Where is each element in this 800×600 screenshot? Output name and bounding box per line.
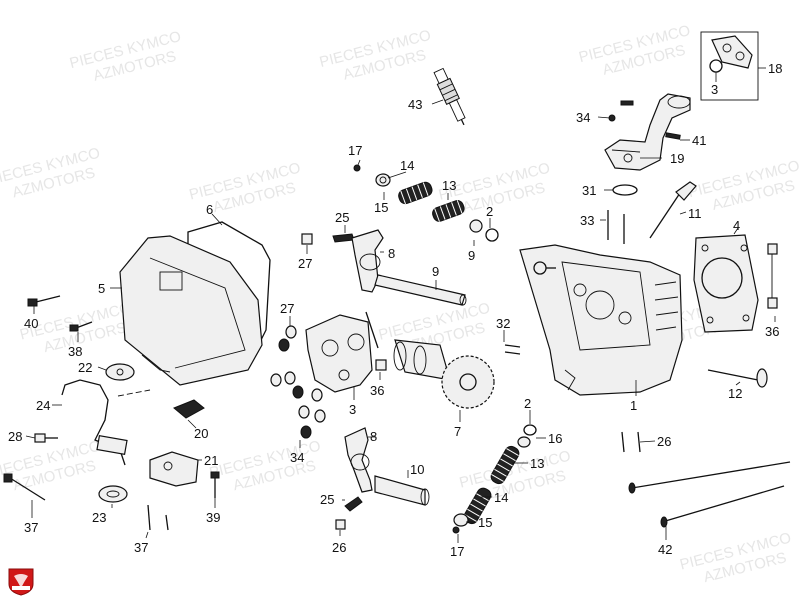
dowel-pin-center xyxy=(365,311,387,371)
part-label-18: 18 xyxy=(768,61,782,76)
part-label-27b: 26 xyxy=(332,540,346,555)
part-label-25b: 25 xyxy=(320,492,334,507)
head-cover xyxy=(119,235,263,386)
part-label-2b: 2 xyxy=(524,396,531,411)
part-label-37b: 37 xyxy=(134,540,148,555)
part-label-8: 8 xyxy=(388,246,395,261)
intake-valve xyxy=(649,181,697,239)
reed-gasket xyxy=(98,485,128,503)
part-label-21: 21 xyxy=(204,453,218,468)
air-pipe xyxy=(61,379,151,466)
part-label-17b: 17 xyxy=(450,544,464,559)
small-bolt xyxy=(69,321,93,332)
camshaft xyxy=(393,339,495,409)
part-label-2: 2 xyxy=(486,204,493,219)
part-label-28: 28 xyxy=(8,429,22,444)
part-label-11: 11 xyxy=(688,206,702,221)
upper-adjuster-screws xyxy=(301,233,355,245)
part-label-39: 39 xyxy=(206,510,220,525)
part-label-7: 7 xyxy=(454,424,461,439)
part-label-34b: 34 xyxy=(290,450,304,465)
camshaft-holder xyxy=(305,314,373,393)
part-label-31: 31 xyxy=(582,183,596,198)
part-label-40: 40 xyxy=(24,316,38,331)
pins-32 xyxy=(504,344,521,355)
part-label-13b: 13 xyxy=(530,456,544,471)
rocker-shaft-lower xyxy=(374,475,430,506)
part-label-32: 32 xyxy=(496,316,510,331)
part-label-14b: 14 xyxy=(494,490,508,505)
nuts-and-washers xyxy=(270,325,326,439)
part-label-20: 20 xyxy=(194,426,208,441)
left-fasteners xyxy=(3,433,58,501)
cover-bolt xyxy=(27,295,61,307)
part-label-17: 17 xyxy=(348,143,362,158)
part-label-36: 36 xyxy=(765,324,779,339)
part-label-22: 22 xyxy=(78,360,92,375)
reed-bolts xyxy=(147,504,169,531)
part-label-12: 12 xyxy=(728,386,742,401)
screw xyxy=(210,471,220,498)
part-label-10: 10 xyxy=(410,462,424,477)
part-label-36b: 36 xyxy=(370,383,384,398)
part-label-24: 24 xyxy=(36,398,50,413)
upper-valve-springs xyxy=(353,164,499,242)
part-label-25: 25 xyxy=(335,210,349,225)
part-label-29: 27 xyxy=(280,301,294,316)
part-label-33: 33 xyxy=(580,213,594,228)
part-numbers: 18 3 43 34 41 19 31 33 11 4 36 1 12 17 1… xyxy=(8,61,782,559)
part-label-1: 1 xyxy=(630,398,637,413)
part-label-9: 9 xyxy=(468,248,475,263)
rocker-arm-upper xyxy=(351,229,384,293)
part-label-19: 19 xyxy=(670,151,684,166)
part-label-9b: 9 xyxy=(432,264,439,279)
part-label-38: 38 xyxy=(68,344,82,359)
part-label-37: 37 xyxy=(24,520,38,535)
part-label-43: 43 xyxy=(408,97,422,112)
part-label-15: 15 xyxy=(374,200,388,215)
part-label-15b: 15 xyxy=(478,515,492,530)
part-label-6: 6 xyxy=(206,202,213,217)
part-label-34: 34 xyxy=(576,110,590,125)
dowel-pins xyxy=(767,243,778,309)
long-studs xyxy=(628,461,791,528)
small-gasket xyxy=(105,363,135,381)
part-label-4: 4 xyxy=(733,218,740,233)
head-gasket xyxy=(693,234,759,333)
azmotors-logo xyxy=(8,568,34,596)
part-label-8b: 8 xyxy=(370,429,377,444)
part-label-42: 42 xyxy=(658,542,672,557)
exhaust-valve xyxy=(707,368,768,388)
intake-gasket-group xyxy=(700,31,759,101)
part-label-5: 5 xyxy=(98,281,105,296)
part-label-27: 27 xyxy=(298,256,312,271)
lower-adjuster-screws xyxy=(335,496,363,530)
leader-lines xyxy=(25,67,776,543)
spark-plug xyxy=(433,67,466,126)
intake-manifold xyxy=(604,93,691,196)
part-label-23: 23 xyxy=(92,510,106,525)
part-label-26: 26 xyxy=(657,434,671,449)
pins-26 xyxy=(621,431,641,453)
part-label-41: 41 xyxy=(692,133,706,148)
rocker-arm-lower xyxy=(344,427,373,493)
rubber-pad xyxy=(173,399,205,419)
part-label-16: 16 xyxy=(548,431,562,446)
part-label-3: 3 xyxy=(711,82,718,97)
studs xyxy=(607,210,625,244)
reed-valve xyxy=(149,451,199,487)
part-label-14: 14 xyxy=(400,158,414,173)
rocker-shaft xyxy=(374,274,467,306)
cylinder-head xyxy=(519,244,683,396)
part-label-13: 13 xyxy=(442,178,456,193)
part-label-3b: 3 xyxy=(349,402,356,417)
